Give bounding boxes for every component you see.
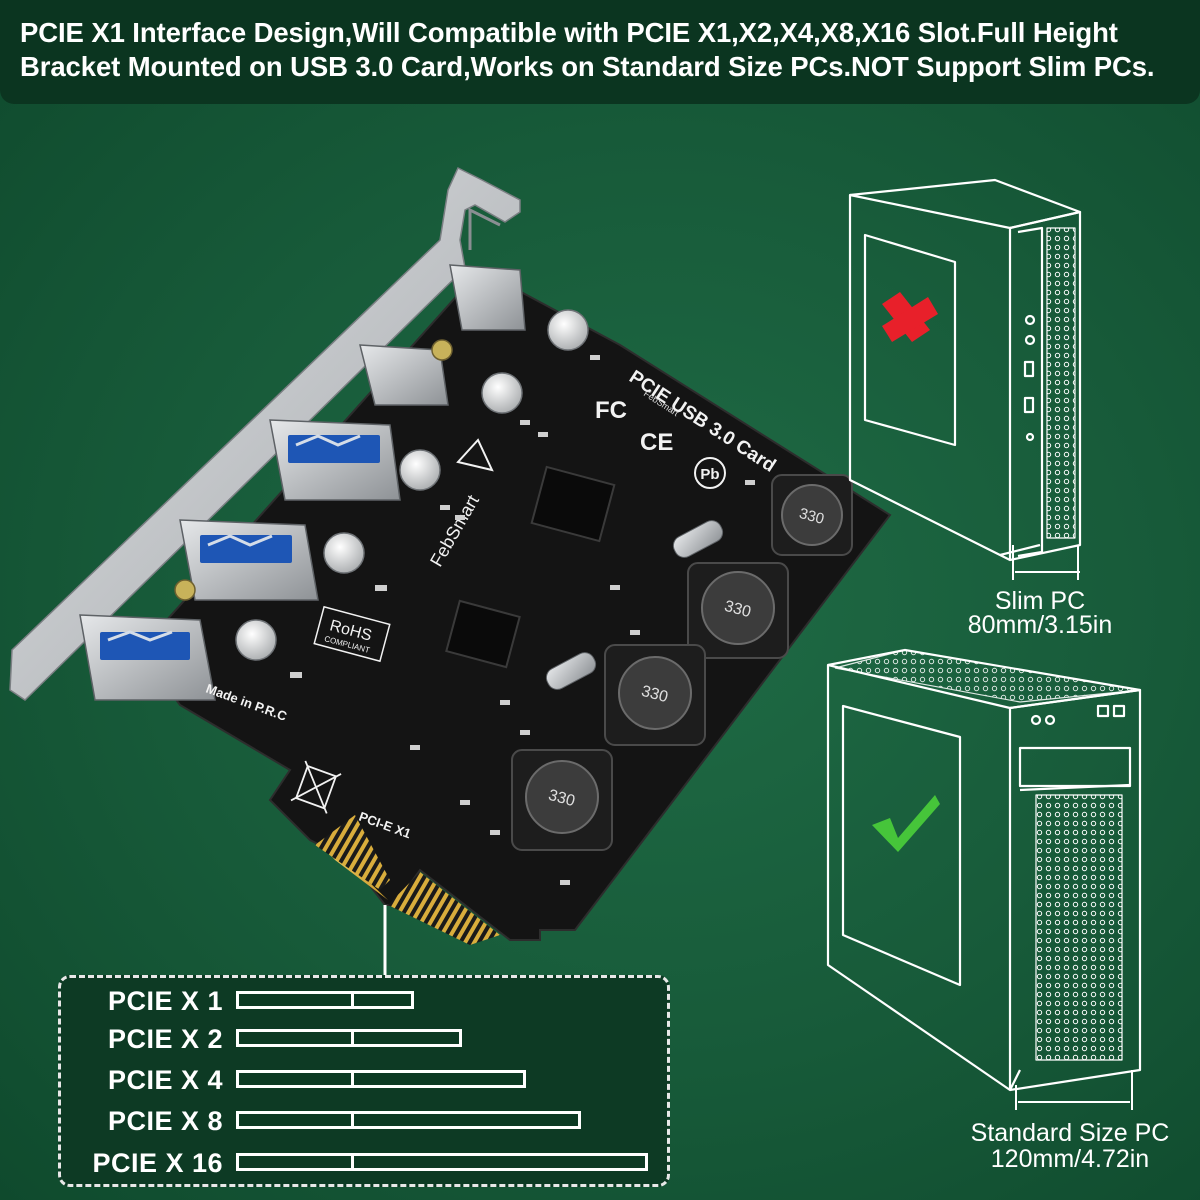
- slot-bar-x2: [236, 1029, 462, 1047]
- reject-x-icon: [882, 292, 938, 342]
- accept-check-icon: [872, 795, 940, 852]
- mounting-bracket: [9, 166, 521, 701]
- slot-label-x8: PCIE X 8: [107, 1106, 223, 1136]
- usb-port-5: [449, 264, 526, 331]
- rohs-badge: [313, 605, 391, 663]
- slot-label-x16: PCIE X 16: [92, 1148, 223, 1178]
- headline-line-1: PCIE X1 Interface Design,Will Compatible…: [20, 17, 1118, 48]
- usb-card: 330 330 330 330 PCIE USB 3.0 Card FebSma…: [9, 166, 892, 945]
- pb-free-icon: [694, 457, 726, 489]
- slot-bar-x1: [236, 991, 414, 1009]
- gold-finger-connector: [315, 815, 500, 945]
- slot-bar-x4: [236, 1070, 526, 1088]
- slim-pc-tower: [848, 178, 1082, 562]
- controller-chip: [445, 465, 616, 669]
- slot-comparison-panel: PCIE X 1 PCIE X 2 PCIE X 4 PCIE X 8 PCIE…: [58, 975, 670, 1187]
- esd-warning-icon: [456, 438, 494, 472]
- inductor-code: 330: [640, 683, 670, 706]
- standard-pc-label: Standard Size PC: [970, 1119, 1170, 1147]
- inductor: [511, 474, 853, 851]
- usb-port-3: [269, 419, 401, 501]
- standard-pc-tower: [826, 648, 1142, 1092]
- usb-port-2: [179, 519, 319, 601]
- slot-label-x4: PCIE X 4: [107, 1065, 223, 1095]
- standard-pc-size: 120mm/4.72in: [990, 1145, 1150, 1173]
- header-banner: PCIE X1 Interface Design,Will Compatible…: [0, 0, 1200, 104]
- slot-label-x2: PCIE X 2: [107, 1024, 223, 1054]
- fc-mark: FC: [595, 397, 627, 424]
- slim-pc-size: 80mm/3.15in: [967, 611, 1113, 639]
- slim-pc-label: Slim PC: [994, 587, 1086, 615]
- capacitor: [174, 309, 589, 661]
- pb-mark: Pb: [700, 466, 719, 483]
- slot-bar-x16: [236, 1153, 648, 1171]
- standard-pc-top-mesh: [834, 649, 1141, 703]
- smd-components: [290, 355, 755, 885]
- slot-label-x1: PCIE X 1: [107, 986, 223, 1016]
- usb-port-1: [79, 614, 216, 701]
- crystal-oscillator: [545, 520, 724, 690]
- inductor-code: 330: [797, 505, 826, 528]
- ce-mark: CE: [640, 429, 673, 456]
- headline-line-2: Bracket Mounted on USB 3.0 Card,Works on…: [20, 51, 1155, 82]
- inductor-code: 330: [547, 787, 577, 810]
- usb-port-4: [359, 344, 449, 406]
- inductor-code: 330: [723, 598, 753, 621]
- weee-bin-icon: [290, 760, 342, 814]
- slot-bar-x8: [236, 1111, 581, 1129]
